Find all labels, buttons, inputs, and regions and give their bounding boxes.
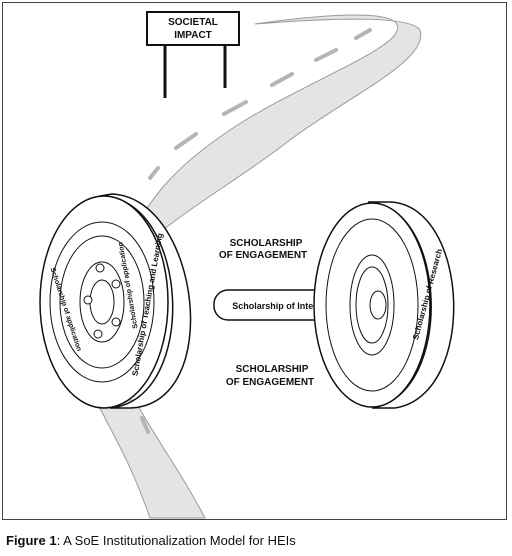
figure-caption: Figure 1: A SoE Institutionalization Mod… — [6, 533, 296, 548]
engagement-bottom-line2: OF ENGAGEMENT — [226, 377, 314, 388]
axle-label: Scholarship of Integration — [232, 301, 344, 311]
engagement-top-line2: OF ENGAGEMENT — [219, 250, 307, 261]
sign-line2: IMPACT — [174, 30, 212, 41]
caption-text: : A SoE Institutionalization Model for H… — [56, 533, 296, 548]
soe-diagram: SOCIETAL IMPACT Scholarship of Integrati… — [39, 11, 455, 519]
lug-nuts — [83, 263, 121, 339]
front-wheel: Scholarship of Teaching and Learning Sch… — [39, 193, 192, 409]
back-wheel: Scholarship of Research — [313, 201, 455, 409]
caption-label: Figure 1 — [6, 533, 57, 548]
engagement-bottom-line1: SCHOLARSHIP — [236, 364, 309, 375]
engagement-top-line1: SCHOLARSHIP — [230, 238, 303, 249]
road-dashes — [140, 28, 372, 434]
sign-board — [146, 11, 240, 46]
sign-line1: SOCIETAL — [168, 17, 218, 28]
road-lower — [95, 399, 206, 519]
